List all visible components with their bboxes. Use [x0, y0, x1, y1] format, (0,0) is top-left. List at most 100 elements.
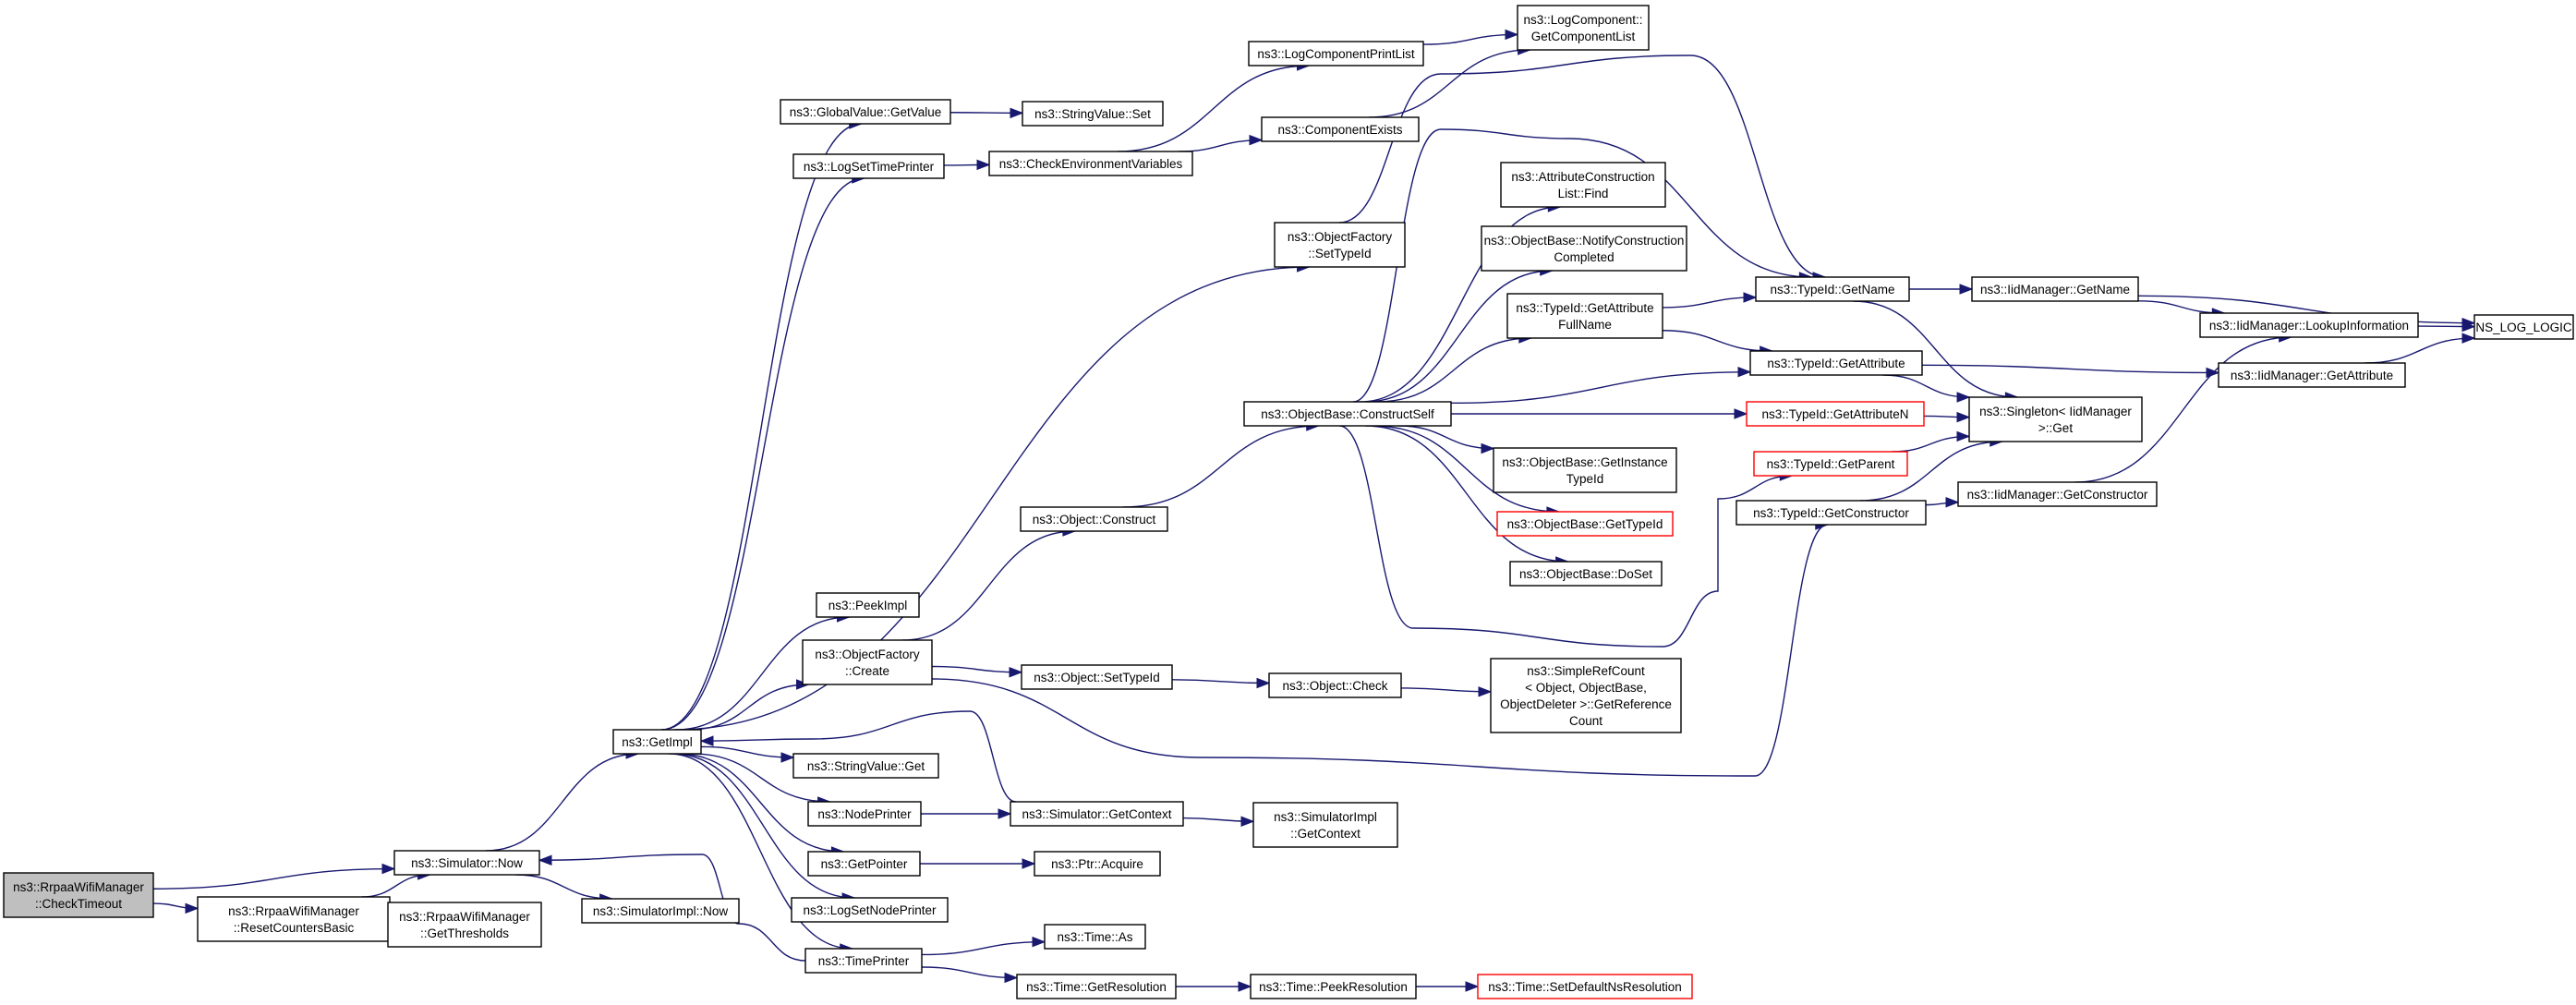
node-label: ns3::TypeId::GetConstructor: [1753, 506, 1909, 520]
edge-line: [1662, 330, 1772, 352]
node-getparent[interactable]: ns3::TypeId::GetParent: [1753, 451, 1908, 477]
node-nodeprinter[interactable]: ns3::NodePrinter: [807, 801, 922, 827]
edge-constructself-to-getattrfull: [1376, 333, 1533, 403]
node-typeidgetattr[interactable]: ns3::TypeId::GetAttribute: [1749, 350, 1923, 376]
node-simnow[interactable]: ns3::Simulator::Now: [393, 850, 540, 876]
edge-line: [691, 753, 830, 803]
edge-line: [538, 854, 806, 962]
edge-arrowhead: [1256, 677, 1271, 689]
node-getattrn[interactable]: ns3::TypeId::GetAttributeN: [1746, 401, 1925, 427]
node-typeidgetname[interactable]: ns3::TypeId::GetName: [1755, 276, 1910, 302]
node-ofsettypeid[interactable]: ns3::ObjectFactory::SetTypeId: [1274, 222, 1406, 268]
node-gettypeid[interactable]: ns3::ObjectBase::GetTypeId: [1496, 511, 1674, 537]
edge-typeidgetattr-to-singleton: [1882, 374, 1971, 403]
node-label: ns3::RrpaaWifiManager: [228, 904, 359, 918]
node-checkenv[interactable]: ns3::CheckEnvironmentVariables: [988, 151, 1193, 176]
edge-line: [1373, 425, 1559, 513]
node-ofcreate[interactable]: ns3::ObjectFactory::Create: [802, 639, 933, 685]
node-label: ns3::IidManager::GetConstructor: [1967, 488, 2148, 502]
node-typeidgetctor[interactable]: ns3::TypeId::GetConstructor: [1735, 500, 1927, 526]
node-timegetres[interactable]: ns3::Time::GetResolution: [1016, 974, 1177, 999]
edge-arrowhead: [1743, 292, 1758, 303]
node-iidgetattr[interactable]: ns3::IidManager::GetAttribute: [2218, 362, 2406, 388]
node-simimplgetcontext[interactable]: ns3::SimulatorImpl::GetContext: [1252, 802, 1398, 848]
edge-typeidgetctor-to-iidgetctor: [1925, 497, 1960, 508]
node-compexists[interactable]: ns3::ComponentExists: [1261, 116, 1420, 142]
node-box: [1250, 974, 1417, 999]
node-box: [581, 898, 740, 924]
node-objconstruct[interactable]: ns3::Object::Construct: [1020, 506, 1168, 532]
edge-line: [700, 710, 1017, 803]
node-label: ns3::IidManager::GetName: [1980, 283, 2130, 297]
edge-arrowhead: [1022, 858, 1036, 869]
edge-logprintlist-to-getcomplist: [1422, 29, 1519, 45]
node-getpointer[interactable]: ns3::GetPointer: [807, 851, 921, 877]
edge-line: [514, 874, 612, 900]
edge-checkenv-to-compexists: [1178, 134, 1264, 152]
node-box: [816, 592, 920, 618]
edge-simgetcontext-to-getimpl: [699, 710, 1017, 803]
node-constructself[interactable]: ns3::ObjectBase::ConstructSelf: [1243, 401, 1452, 427]
node-timepeekres[interactable]: ns3::Time::PeekResolution: [1250, 974, 1417, 999]
node-lookupinfo[interactable]: ns3::IidManager::LookupInformation: [2199, 312, 2419, 338]
node-label: ns3::GetPointer: [821, 857, 908, 871]
node-notifyconst[interactable]: ns3::ObjectBase::NotifyConstructionCompl…: [1481, 225, 1687, 272]
node-peekimpl[interactable]: ns3::PeekImpl: [816, 592, 920, 618]
node-label: ns3::TypeId::GetName: [1770, 283, 1894, 297]
node-logsetnodeprinter[interactable]: ns3::LogSetNodePrinter: [791, 897, 949, 923]
edge-arrowhead: [1734, 408, 1748, 419]
node-objsettypeid[interactable]: ns3::Object::SetTypeId: [1021, 664, 1173, 690]
node-resetcounters[interactable]: ns3::RrpaaWifiManager::ResetCountersBasi…: [197, 896, 391, 942]
node-simplerefcount[interactable]: ns3::SimpleRefCount< Object, ObjectBase,…: [1490, 658, 1682, 733]
node-simimplnow[interactable]: ns3::SimulatorImpl::Now: [581, 898, 740, 924]
node-label: ns3::Singleton< IidManager: [1979, 405, 2132, 418]
edge-line: [2137, 300, 2225, 314]
node-stringvalueset[interactable]: ns3::StringValue::Set: [1022, 101, 1164, 127]
node-getcomplist[interactable]: ns3::LogComponent::GetComponentList: [1517, 5, 1650, 51]
node-timeas[interactable]: ns3::Time::As: [1044, 924, 1146, 950]
node-getthresholds[interactable]: ns3::RrpaaWifiManager::GetThresholds: [387, 902, 542, 948]
edge-line: [1921, 364, 2219, 374]
node-objcheck[interactable]: ns3::Object::Check: [1268, 672, 1402, 698]
edge-arrowhead: [1956, 430, 1971, 442]
edge-line: [675, 616, 850, 731]
node-stringvalueget[interactable]: ns3::StringValue::Get: [792, 753, 939, 779]
node-label: ns3::TimePrinter: [818, 954, 910, 968]
node-simgetcontext[interactable]: ns3::Simulator::GetContext: [1010, 801, 1184, 827]
node-label: NS_LOG_LOGIC: [2475, 321, 2572, 334]
node-box: [1746, 401, 1925, 427]
node-setdefaultns[interactable]: ns3::Time::SetDefaultNsResolution: [1477, 974, 1693, 999]
node-box: [1034, 851, 1161, 877]
node-timeprinter[interactable]: ns3::TimePrinter: [804, 948, 923, 974]
node-box: [1477, 974, 1693, 999]
node-doset[interactable]: ns3::ObjectBase::DoSet: [1509, 561, 1663, 587]
edge-line: [2364, 337, 2475, 364]
node-label: ns3::Object::Check: [1282, 679, 1387, 693]
node-iidgetname[interactable]: ns3::IidManager::GetName: [1971, 276, 2139, 302]
node-globalvalue[interactable]: ns3::GlobalValue::GetValue: [780, 99, 951, 125]
node-box: [1968, 396, 2143, 442]
node-box: [1517, 5, 1650, 51]
node-label: ns3::SimulatorImpl: [1274, 810, 1377, 824]
node-label: ns3::Time::GetResolution: [1026, 980, 1167, 994]
edge-line: [1352, 128, 1812, 403]
node-checktimeout[interactable]: ns3::RrpaaWifiManager::CheckTimeout: [3, 872, 154, 918]
node-logsettimeprinter[interactable]: ns3::LogSetTimePrinter: [792, 153, 945, 179]
node-ptracquire[interactable]: ns3::Ptr::Acquire: [1034, 851, 1161, 877]
node-label: ns3::SimulatorImpl::Now: [593, 904, 729, 918]
node-box: [1243, 401, 1452, 427]
edge-arrowhead: [1945, 497, 1960, 508]
node-getimpl[interactable]: ns3::GetImpl: [612, 729, 702, 755]
node-logprintlist[interactable]: ns3::LogComponentPrintList: [1248, 41, 1424, 67]
node-iidgetctor[interactable]: ns3::IidManager::GetConstructor: [1957, 481, 2158, 507]
node-nslog[interactable]: NS_LOG_LOGIC: [2473, 314, 2574, 340]
node-box: [1735, 500, 1927, 526]
edge-line: [1662, 297, 1757, 309]
node-label: ns3::SimpleRefCount: [1527, 664, 1645, 678]
edge-line: [485, 753, 639, 852]
node-singleton[interactable]: ns3::Singleton< IidManager>::Get: [1968, 396, 2143, 442]
